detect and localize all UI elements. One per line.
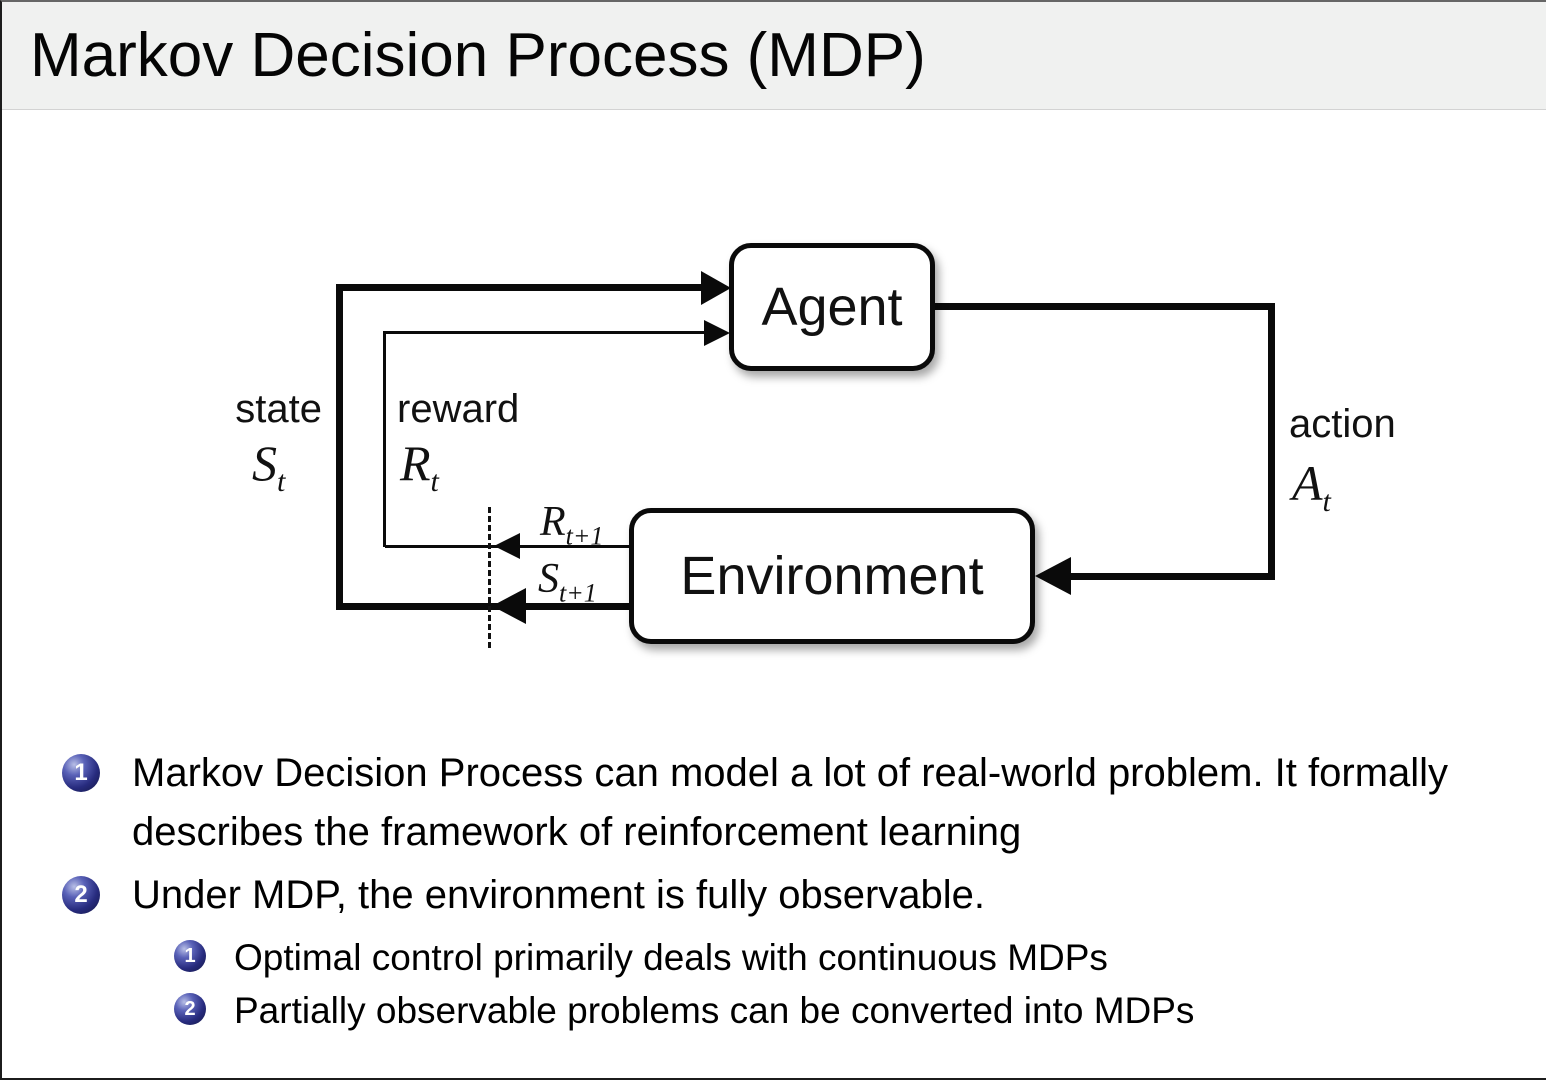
reward-symbol-letter: R	[400, 435, 431, 491]
sub-bullet-1-text: Optimal control primarily deals with con…	[234, 937, 1108, 978]
action-vertical-line	[1268, 303, 1275, 580]
arrowhead-action-to-environment-icon	[1035, 557, 1071, 595]
state-vertical-line	[336, 284, 343, 610]
next-reward-subscript: t+1	[565, 521, 604, 551]
sub-bullet-1-ball-icon: 1	[174, 940, 206, 972]
next-state-subscript: t+1	[559, 578, 597, 608]
arrowhead-state-to-agent-icon	[701, 271, 731, 305]
bullet-1-text: Markov Decision Process can model a lot …	[132, 751, 1449, 854]
reward-top-line	[383, 331, 704, 334]
reward-vertical-line	[383, 331, 386, 547]
list-item: 2 Partially observable problems can be c…	[174, 984, 1512, 1037]
action-symbol-subscript: t	[1322, 485, 1331, 518]
bullet-list: 1 Markov Decision Process can model a lo…	[62, 744, 1512, 1037]
sub-bullet-2-ball-icon: 2	[174, 993, 206, 1025]
bullet-2-ball-icon: 2	[62, 876, 100, 914]
agent-label: Agent	[761, 277, 903, 337]
environment-node: Environment	[629, 508, 1035, 644]
list-item: 1 Optimal control primarily deals with c…	[174, 931, 1512, 984]
next-state-symbol: St+1	[538, 555, 597, 606]
time-step-dashed-line	[488, 507, 491, 648]
sub-bullet-2-text: Partially observable problems can be con…	[234, 990, 1195, 1031]
arrowhead-next-reward-icon	[494, 533, 520, 559]
list-item: 1 Markov Decision Process can model a lo…	[62, 744, 1512, 862]
environment-label: Environment	[680, 546, 984, 606]
state-symbol: St	[252, 434, 285, 497]
action-top-line	[934, 303, 1275, 310]
state-label: state	[235, 387, 322, 431]
arrowhead-next-state-icon	[492, 588, 526, 624]
action-symbol-letter: A	[1292, 455, 1323, 511]
action-label: action	[1289, 402, 1396, 446]
agent-node: Agent	[729, 243, 935, 371]
arrowhead-reward-to-agent-icon	[704, 320, 730, 346]
sub-bullet-list: 1 Optimal control primarily deals with c…	[174, 931, 1512, 1037]
title-bar: Markov Decision Process (MDP)	[2, 2, 1546, 110]
page-title: Markov Decision Process (MDP)	[30, 21, 926, 90]
action-symbol: At	[1292, 454, 1331, 517]
reward-symbol: Rt	[400, 434, 439, 497]
state-top-line	[336, 284, 710, 291]
state-symbol-letter: S	[252, 435, 277, 491]
state-symbol-subscript: t	[277, 465, 286, 498]
bullet-2-text: Under MDP, the environment is fully obse…	[132, 873, 986, 917]
list-item: 2 Under MDP, the environment is fully ob…	[62, 866, 1512, 925]
reward-symbol-subscript: t	[430, 465, 439, 498]
next-state-line	[336, 603, 629, 610]
action-bottom-line	[1068, 573, 1275, 580]
reward-label: reward	[397, 387, 520, 431]
next-state-letter: S	[538, 556, 559, 602]
bullet-1-ball-icon: 1	[62, 754, 100, 792]
next-reward-symbol: Rt+1	[540, 498, 603, 549]
next-reward-letter: R	[540, 499, 566, 545]
